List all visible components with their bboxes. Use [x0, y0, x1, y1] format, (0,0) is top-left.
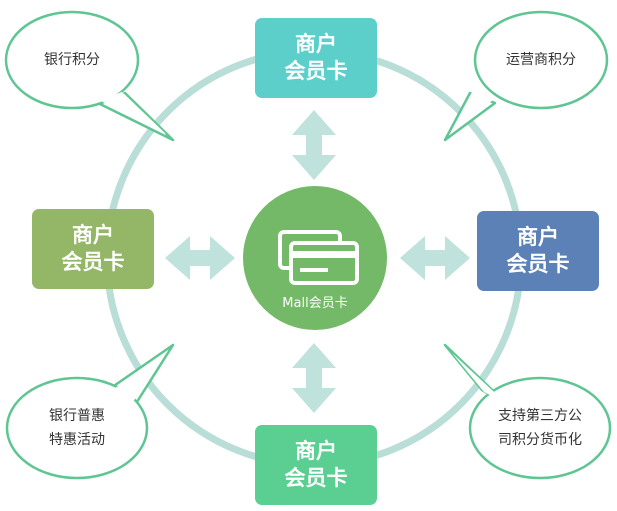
merchant-card-box-bottom: 商户 会员卡 [255, 425, 377, 505]
arrow-left-right-right [400, 236, 470, 280]
bubble-bottom-left [5, 343, 175, 480]
arrow-up-down-top [292, 110, 336, 180]
bubble-top-left [4, 10, 175, 142]
merchant-card-box-left: 商户 会员卡 [32, 209, 154, 289]
merchant-card-box-top: 商户 会员卡 [255, 18, 377, 98]
bubble-top-right [443, 10, 609, 142]
credit-card-icon [278, 230, 359, 285]
bubble-text-bank-points: 银行积分 [44, 52, 100, 68]
bubble-text-third-party-points: 支持第三方公 司积分货币化 [498, 408, 582, 448]
merchant-card-box-right: 商户 会员卡 [477, 211, 599, 291]
bubble-text-bank-promotions: 银行普惠 特惠活动 [49, 408, 105, 448]
arrow-left-right-left [165, 236, 235, 280]
center-label: Mall会员卡 [282, 296, 348, 311]
bubble-text-operator-points: 运营商积分 [506, 52, 576, 68]
arrow-up-down-bottom [292, 343, 336, 413]
bubble-bottom-right [443, 343, 612, 480]
